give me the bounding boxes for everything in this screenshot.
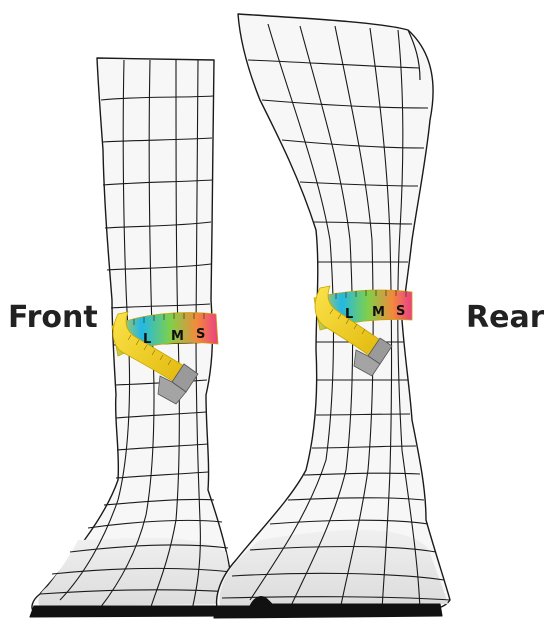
front-leg-label: Front: [8, 303, 98, 333]
rear-tape-size-s: S: [396, 304, 405, 319]
rear-leg-label: Rear: [466, 303, 544, 333]
front-tape-size-l: L: [143, 332, 151, 347]
front-hoof: [38, 538, 229, 606]
rear-tape-size-l: L: [345, 307, 353, 322]
front-shoe: [30, 606, 226, 617]
rear-tape-size-m: M: [372, 305, 385, 320]
front-tape-size-s: S: [196, 327, 205, 342]
front-tape-size-m: M: [171, 329, 184, 344]
